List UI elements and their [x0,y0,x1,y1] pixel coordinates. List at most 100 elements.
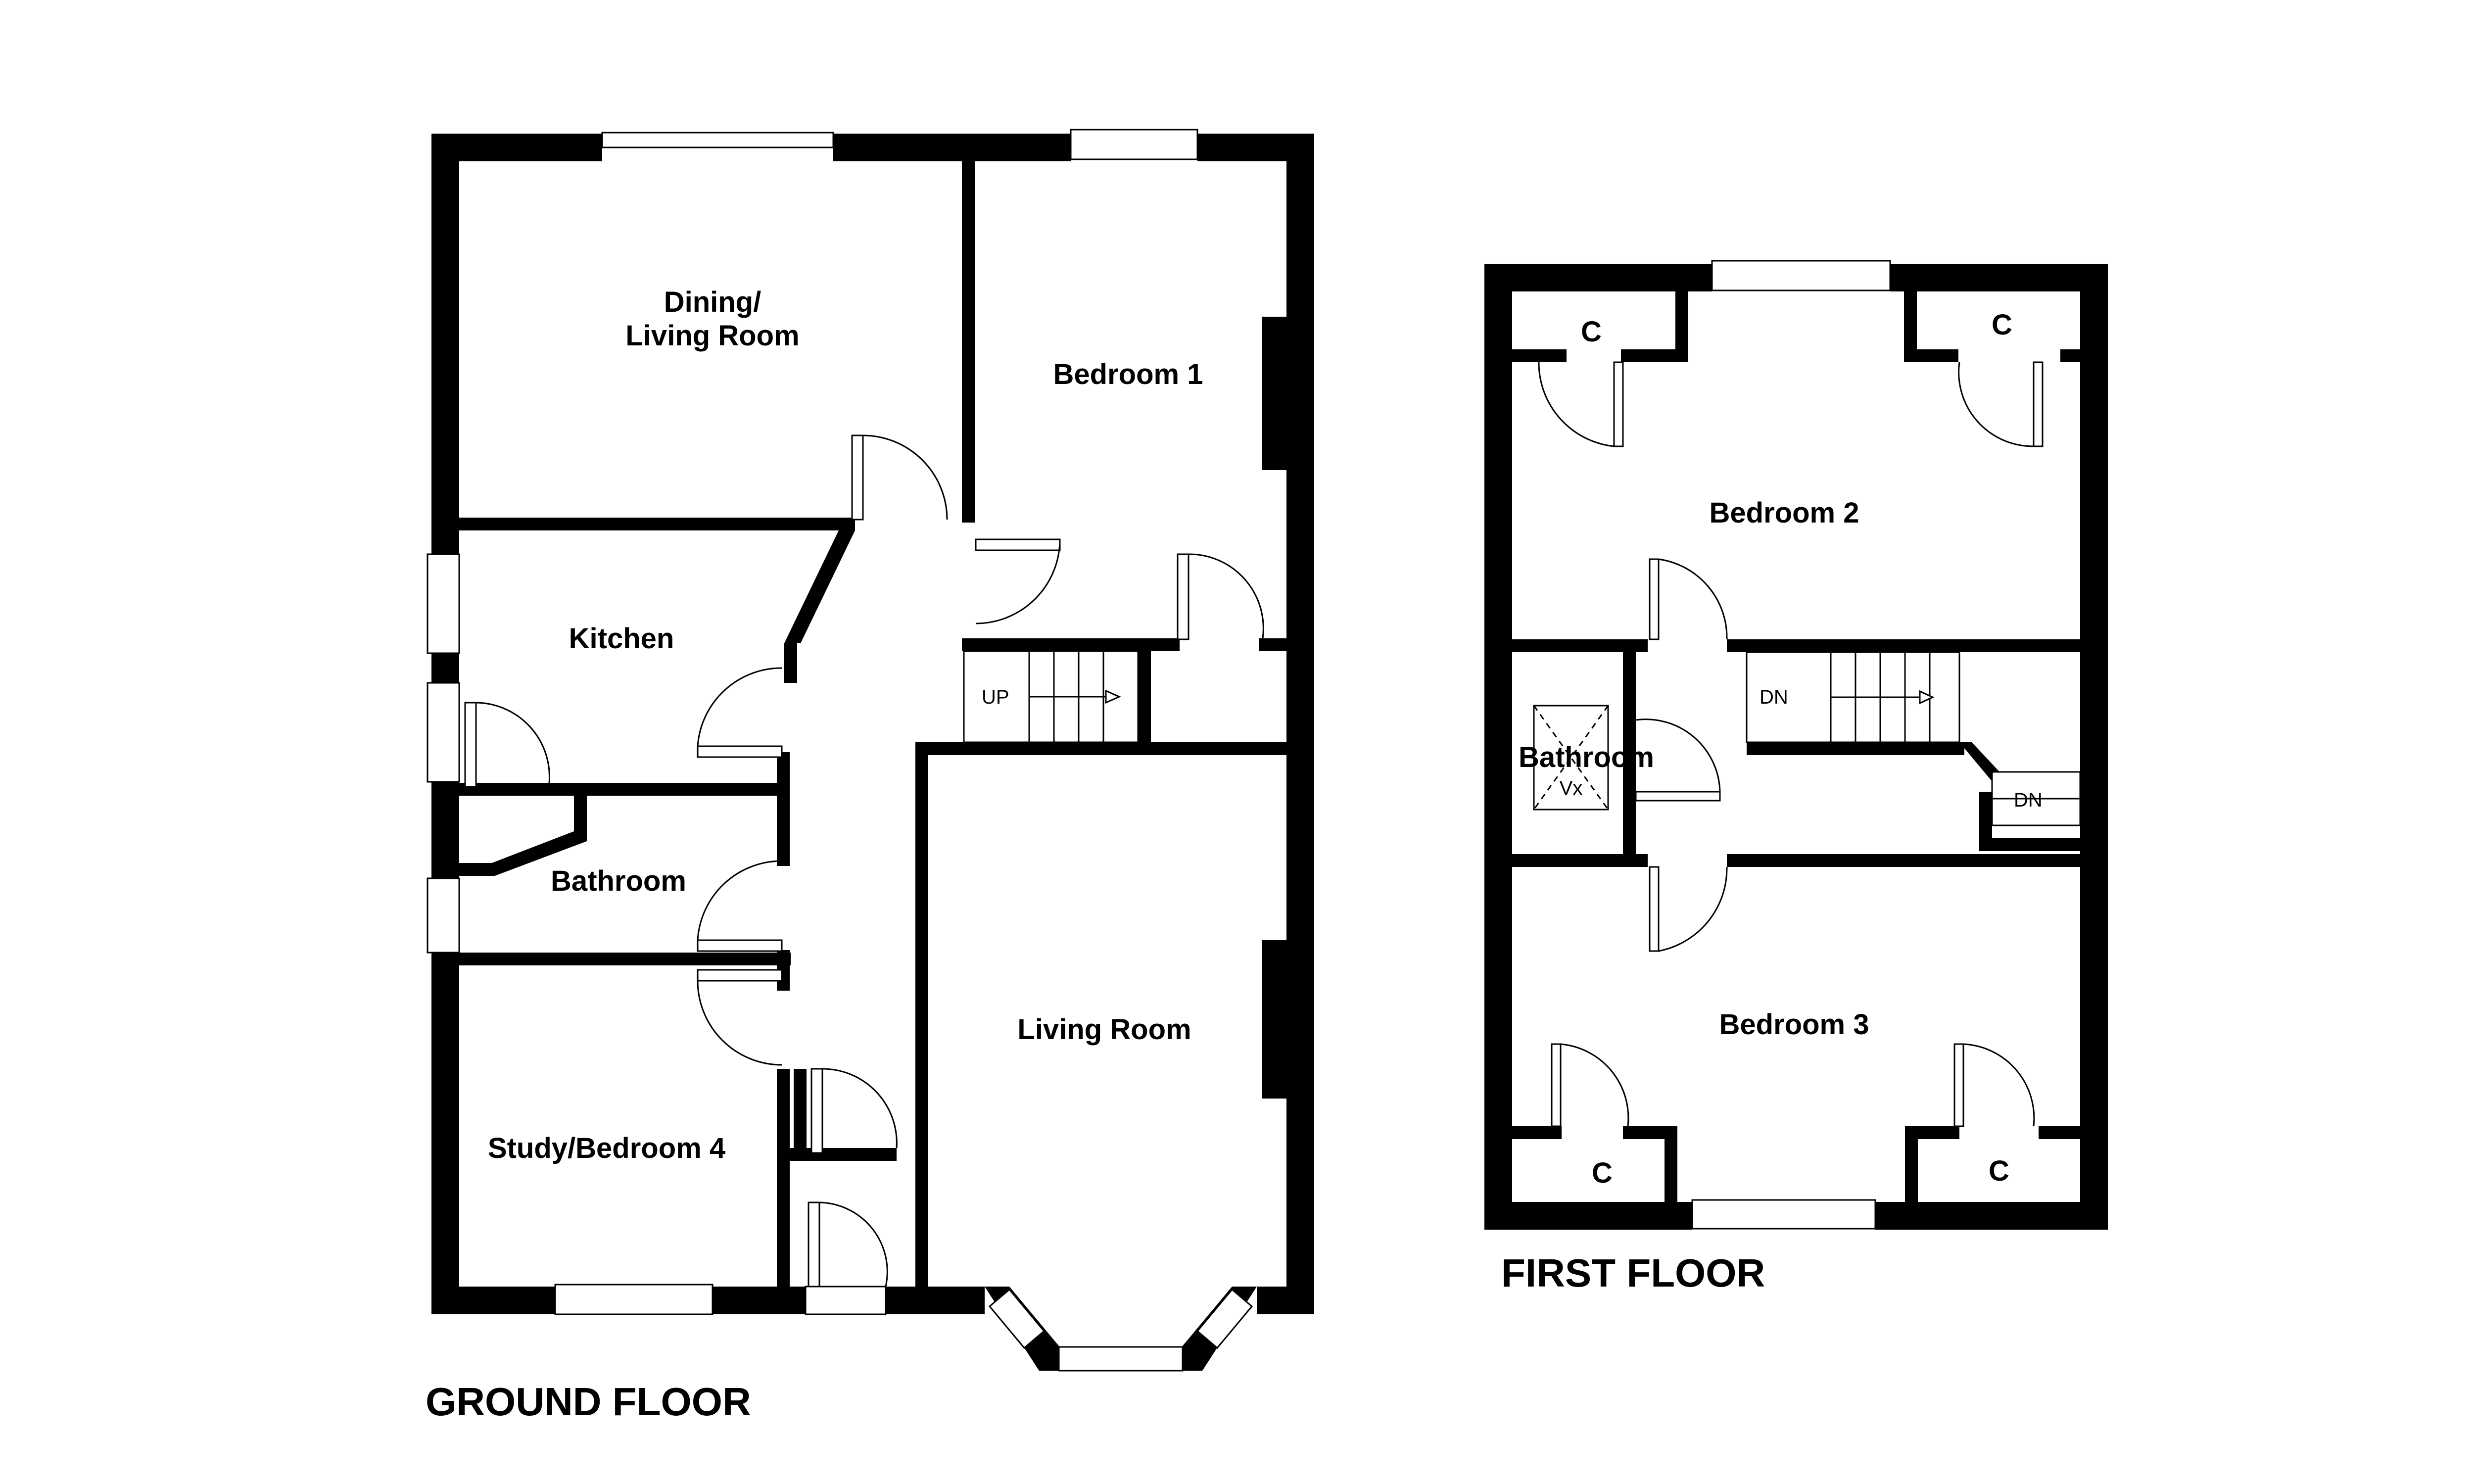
first-floor: DN DN [1484,260,2108,1295]
gf-door-back[interactable] [427,682,550,788]
ff-bottom-wall-right [1875,1202,2108,1230]
ff-wall-bath-bed3-right [1727,854,2080,867]
ff-cupboard-br-top-right [2039,1126,2080,1139]
ff-left-wall [1484,264,1512,1230]
ff-cupboard-bl-side [1665,1126,1677,1202]
gf-wall-hall-left-lower [777,752,790,866]
ff-bedroom2-label: Bedroom 2 [1710,497,1859,529]
ff-wall-bath-bed3-left [1512,854,1648,867]
gf-wall-dining-bedroom1 [962,161,975,523]
gf-wall-bedroom1-bottom-right [1259,638,1286,651]
gf-bay-front-left [1039,1346,1059,1371]
ff-stairs: DN [1746,651,1960,743]
ff-cupboard-tr-bottom-right [2060,349,2080,362]
gf-wall-study-hall-lower [777,1069,790,1287]
ff-cupboard-label-br: C [1989,1155,2009,1187]
gf-right-wall [1286,134,1314,1314]
ff-vx-label: Vx [1560,777,1583,799]
ff-cupboard-label-bl: C [1592,1157,1613,1189]
gf-door-front[interactable] [808,1201,888,1288]
gf-living-label: Living Room [1017,1013,1191,1046]
gf-bay-front-right [1183,1346,1202,1371]
ff-vx-fixture: Vx [1533,705,1609,811]
gf-door-dining[interactable] [851,434,948,521]
gf-wall-under-stairs [1138,638,1151,752]
ff-landing-dn-label: DN [2014,789,2043,811]
ff-bottom-wall-left [1484,1202,1692,1230]
gf-bathroom-window [427,877,460,954]
ff-bathroom-label: Bathroom [1519,741,1654,773]
gf-bay-window-right [1196,1288,1253,1349]
gf-kitchen-label: Kitchen [569,622,674,655]
gf-wall-kitchen-hall [784,643,797,683]
gf-bedroom1-window [1070,129,1198,160]
gf-wall-kitchen-diagonal [784,530,855,643]
ff-cupboard-bl-top [1512,1126,1562,1139]
gf-bedroom1-label: Bedroom 1 [1053,358,1203,390]
gf-wall-dining-kitchen [459,518,855,530]
ff-cupboard-tl-bottom [1512,349,1567,362]
ff-door-cupboard-bl[interactable] [1551,1043,1629,1127]
gf-wall-hall-living [915,742,1286,755]
gf-wall-porch-left [794,1069,807,1161]
gf-dining-label-1: Dining/ [664,286,761,318]
ff-cupboard-tl-side [1675,291,1688,362]
ff-door-bedroom3[interactable] [1649,866,1728,952]
ff-top-wall-right [1890,264,2108,291]
gf-door-study[interactable] [697,969,783,1066]
ff-top-wall-left [1484,264,1712,291]
ff-cupboard-tr-bottom [1904,349,1958,362]
gf-door-bedroom1[interactable] [975,538,1061,624]
ff-bedroom3-label: Bedroom 3 [1719,1008,1869,1041]
gf-door-bathroom[interactable] [697,860,783,952]
ff-stairs-dn-label: DN [1760,686,1788,708]
ground-floor: UP [426,129,1314,1424]
gf-top-wall-left [431,134,602,161]
ff-door-cupboard-tr[interactable] [1958,361,2044,447]
gf-kitchen-window [427,553,460,654]
gf-chimney-living [1262,940,1286,1099]
gf-study-window [554,1284,714,1315]
ff-wall-bed2-landing-right [1727,639,2080,652]
gf-door-kitchen[interactable] [697,667,783,758]
ff-door-cupboard-tl[interactable] [1538,361,1624,447]
gf-bay-window-left [988,1288,1046,1349]
ff-cupboard-label-tl: C [1581,316,1602,348]
gf-front-door-frame [805,1286,887,1315]
gf-sliding-door [601,132,834,148]
gf-dining-label-2: Living Room [625,320,799,352]
ff-door-cupboard-br[interactable] [1953,1043,2035,1127]
first-floor-title: FIRST FLOOR [1501,1251,1765,1295]
gf-study-label: Study/Bedroom 4 [488,1132,725,1164]
gf-door-under-stairs[interactable] [1177,553,1264,640]
ff-wall-landing-cupboard-bottom [1979,838,2080,851]
gf-bottom-wall-mid [713,1287,806,1314]
ff-door-bathroom[interactable] [1635,718,1721,802]
gf-bottom-wall-left [431,1287,555,1314]
gf-stairs: UP [963,650,1139,743]
gf-wall-bath-study [459,953,791,965]
gf-bottom-wall-right [886,1287,985,1314]
gf-bathroom-label: Bathroom [551,865,686,897]
ff-bedroom2-window [1711,260,1891,291]
ff-cupboard-label-tr: C [1992,309,2012,341]
ff-cupboard-br-top [1905,1126,1959,1139]
gf-stairs-up-label: UP [982,686,1009,708]
gf-wall-hall-right [915,742,928,1287]
ff-landing-stairs: DN [1991,771,2081,826]
gf-wall-porch-top [790,1148,897,1161]
gf-door-inner-porch[interactable] [810,1068,898,1154]
gf-bay-window-front [1058,1346,1184,1372]
gf-top-wall-mid [833,134,1071,161]
ff-door-bedroom2[interactable] [1649,558,1728,640]
gf-bottom-wall-far [1257,1287,1314,1314]
gf-kitchen-cupboard-wall [459,796,587,876]
ff-wall-stair-well [1747,742,1964,755]
ff-right-wall [2080,264,2108,1230]
ff-wall-bathroom-right [1623,639,1636,867]
ff-bedroom3-window [1691,1199,1876,1230]
gf-chimney-bedroom1 [1262,317,1286,470]
gf-wall-kitchen-bath [459,783,781,796]
ground-floor-title: GROUND FLOOR [426,1380,751,1424]
